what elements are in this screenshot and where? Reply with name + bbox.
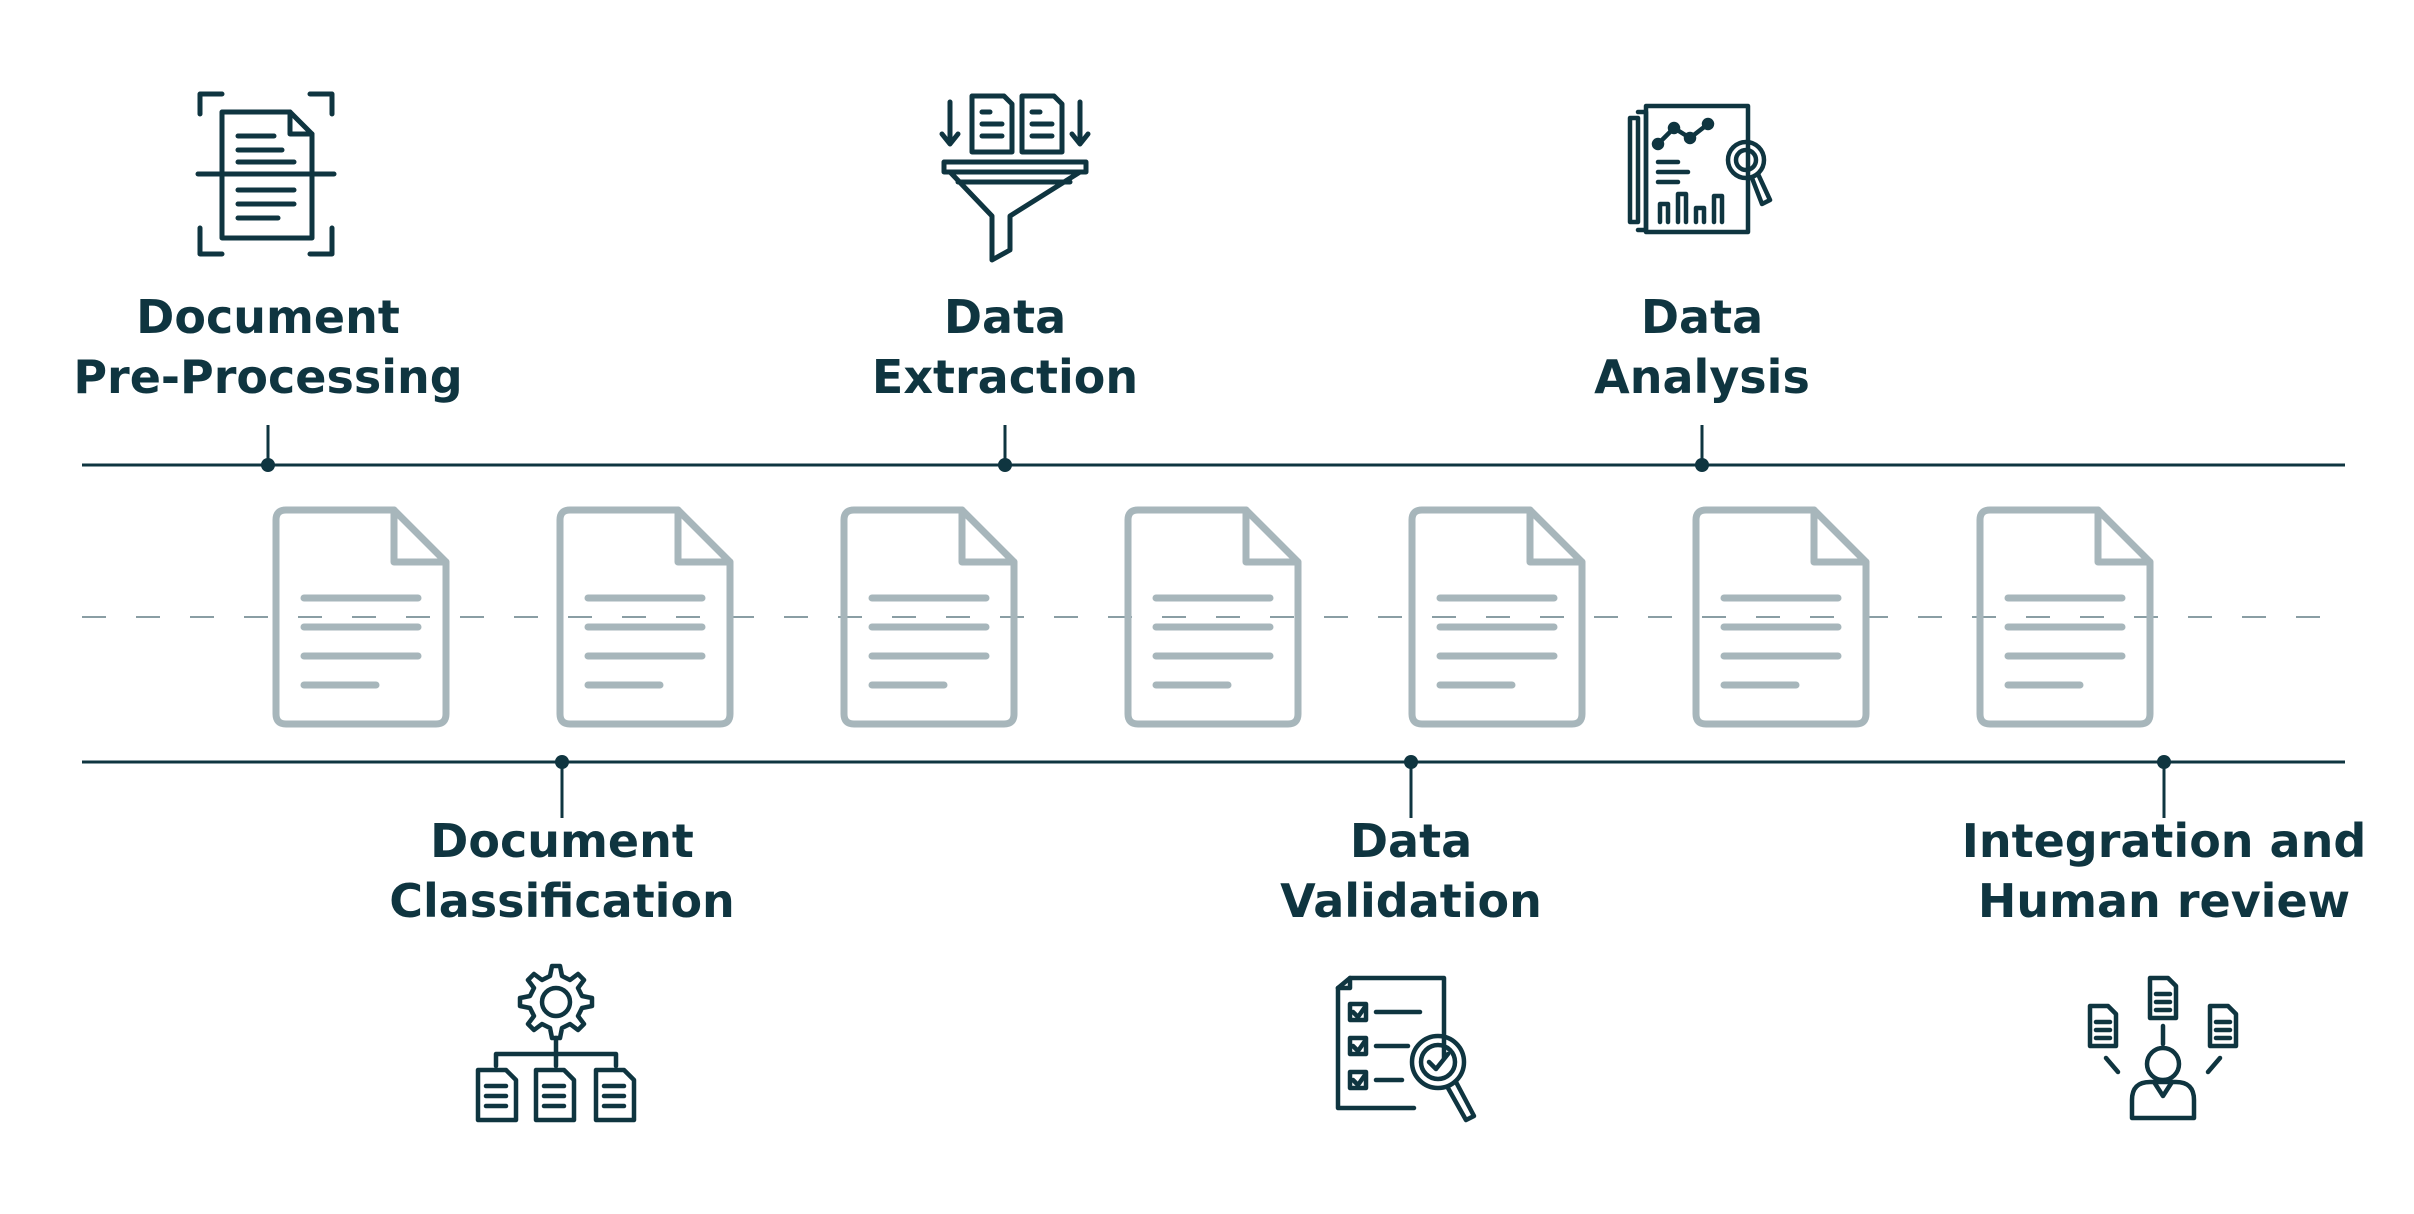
- person-documents-icon: [2087, 975, 2239, 1121]
- stage-label-line1: Integration and: [1961, 814, 2367, 868]
- stage-label-line1: Document: [430, 814, 694, 868]
- stage-label-line2: Analysis: [1594, 350, 1810, 404]
- stage-label-analysis: Data Analysis: [1594, 287, 1810, 407]
- document-icon: [272, 506, 450, 728]
- stage-label-integration: Integration and Human review: [1962, 811, 2367, 931]
- document-icon: [556, 506, 734, 728]
- stage-label-line1: Data: [1349, 814, 1473, 868]
- connector-validation: [1404, 755, 1418, 818]
- document-icon: [1124, 506, 1302, 728]
- stage-label-line2: Extraction: [871, 350, 1139, 404]
- connector-integration: [2157, 755, 2171, 818]
- stage-label-classification: Document Classification: [389, 811, 735, 931]
- document-icon: [1976, 506, 2154, 728]
- stage-label-line1: Data: [1640, 290, 1764, 344]
- connector-extraction: [998, 425, 1012, 472]
- stage-label-line2: Classification: [389, 874, 735, 928]
- stage-label-line2: Human review: [1977, 874, 2351, 928]
- document-icon: [840, 506, 1018, 728]
- document-icons-row: [272, 506, 2154, 728]
- connector-classification: [555, 755, 569, 818]
- checklist-magnifier-icon: [1335, 975, 1477, 1123]
- stage-label-extraction: Data Extraction: [872, 287, 1138, 407]
- stage-label-line2: Validation: [1280, 874, 1542, 928]
- document-icon: [1408, 506, 1586, 728]
- stage-label-pre-processing: Document Pre-Processing: [73, 287, 462, 407]
- documents-funnel-icon: [939, 93, 1091, 263]
- document-icon: [1692, 506, 1870, 728]
- report-magnifier-icon: [1627, 103, 1773, 235]
- stage-label-line1: Data: [943, 290, 1067, 344]
- stage-label-line2: Pre-Processing: [73, 350, 463, 404]
- connector-pre-processing: [261, 425, 275, 472]
- gear-hierarchy-documents-icon: [475, 963, 637, 1123]
- document-scan-icon: [195, 91, 337, 257]
- stage-label-line1: Document: [136, 290, 400, 344]
- connector-analysis: [1695, 425, 1709, 472]
- stage-label-validation: Data Validation: [1280, 811, 1542, 931]
